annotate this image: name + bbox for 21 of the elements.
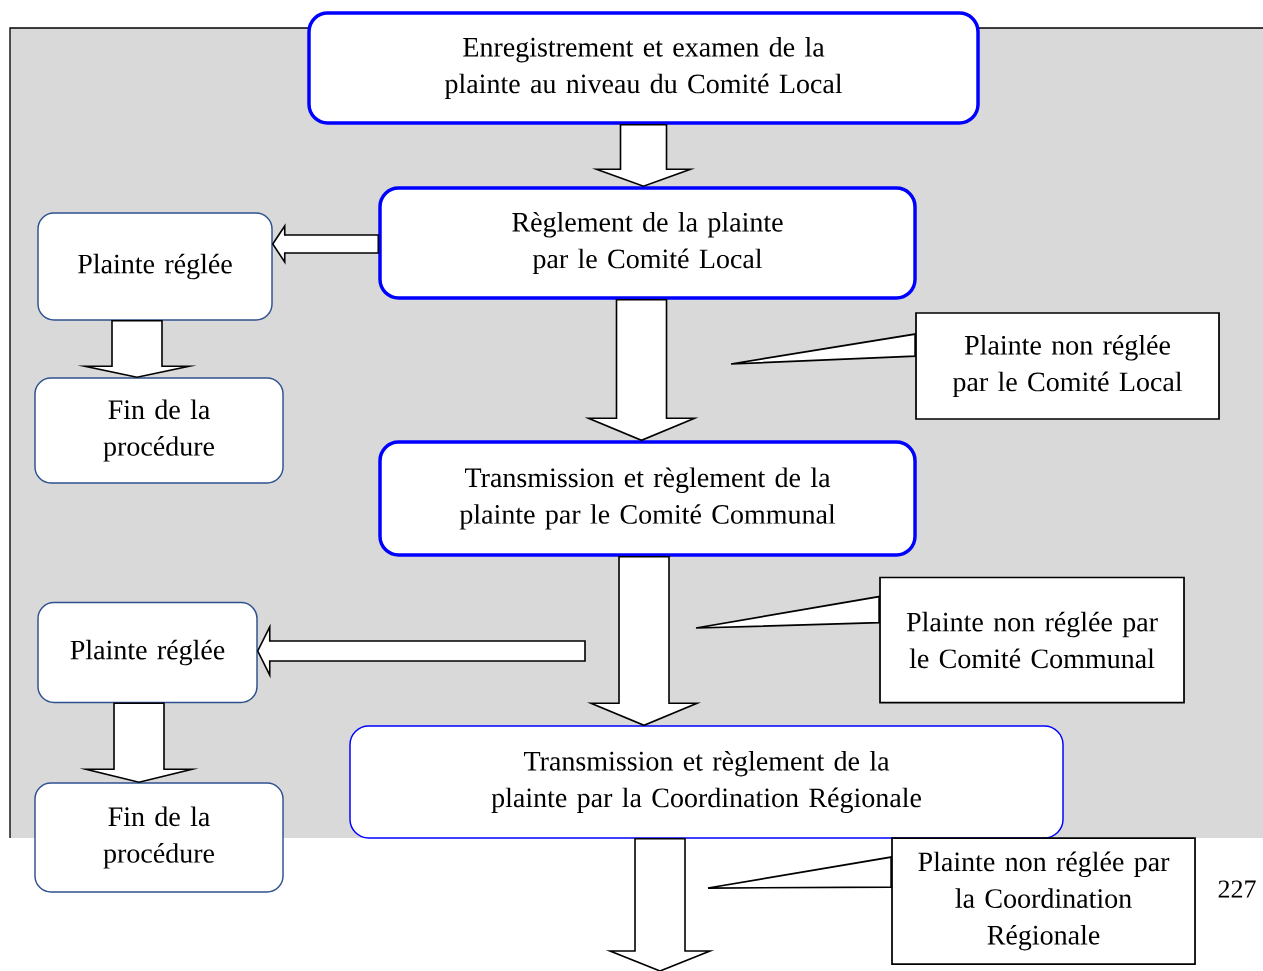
- callout-pointer: [707, 856, 892, 889]
- block-arrow: [77, 319, 197, 379]
- block-arrow: [584, 298, 699, 442]
- outcome-box: Fin de la procédure: [34, 377, 284, 484]
- callout-pointer: [695, 595, 880, 629]
- outcome-box: Plainte réglée: [37, 212, 273, 321]
- block-arrow: [605, 837, 715, 971]
- block-arrow: [79, 702, 199, 784]
- block-arrow: [256, 623, 586, 679]
- process-box: Règlement de la plainte par le Comité Local: [378, 186, 917, 300]
- block-arrow: [587, 555, 702, 727]
- callout-box: Plainte non réglée par le Comité Communal: [879, 576, 1185, 704]
- process-box: Enregistrement et examen de la plainte au niveau du Comité Local: [307, 11, 980, 125]
- callout-box: Plainte non réglée par la Coordination Régionale: [891, 837, 1196, 965]
- block-arrow: [271, 223, 380, 265]
- callout-pointer: [730, 333, 916, 365]
- outcome-box: Plainte réglée: [37, 601, 258, 704]
- outcome-box: Fin de la procédure: [34, 782, 284, 893]
- process-box: Transmission et règlement de la plainte par le Comité Communal: [378, 440, 917, 557]
- callout-box: Plainte non réglée par le Comité Local: [915, 312, 1220, 420]
- block-arrow: [591, 123, 696, 188]
